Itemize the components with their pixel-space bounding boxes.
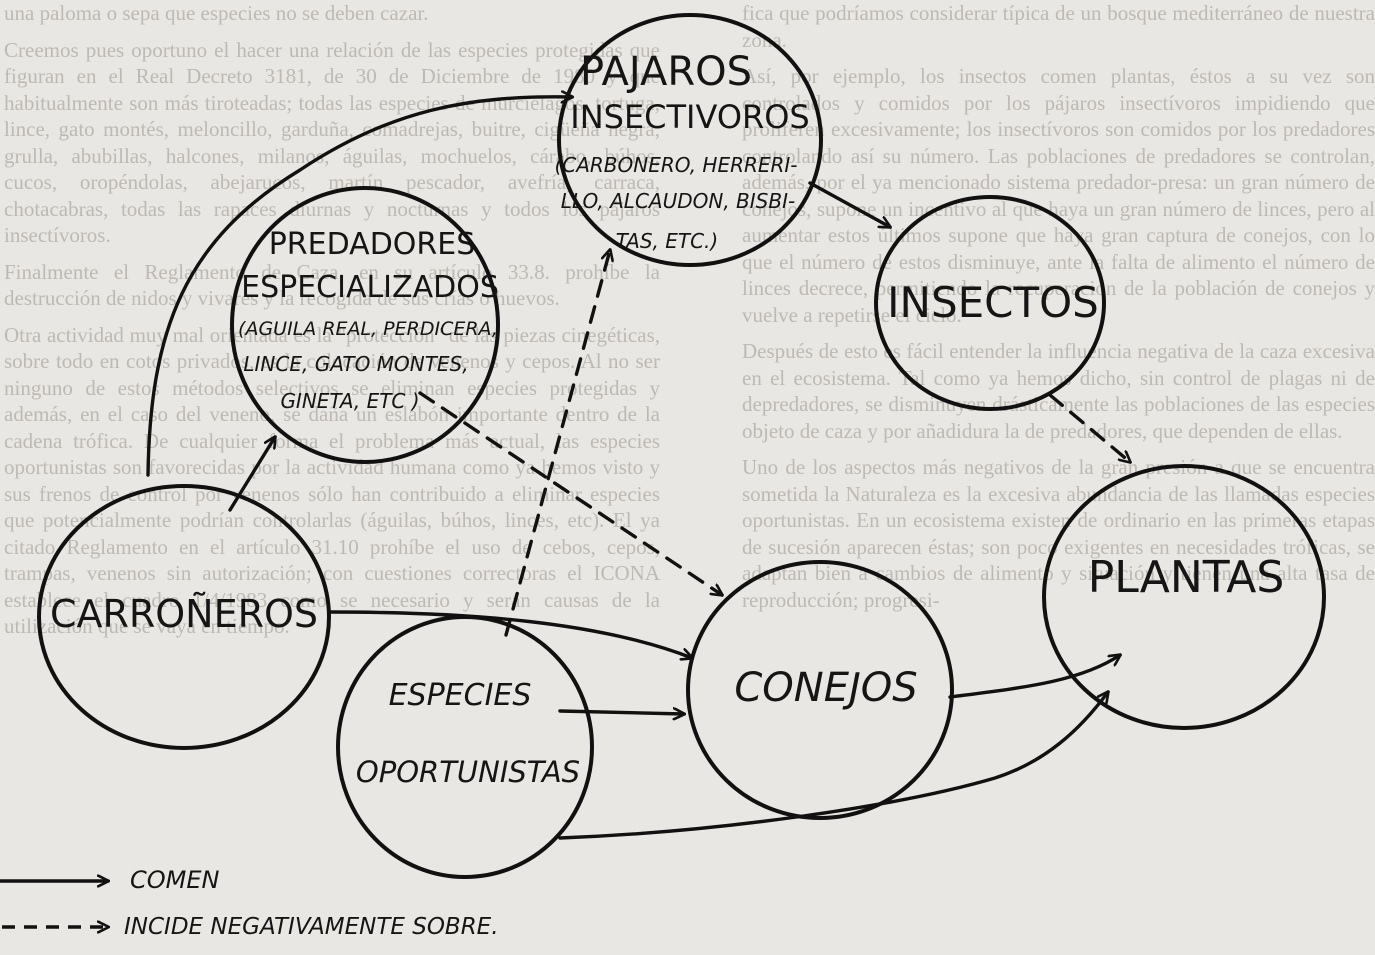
- pajaros-title-1: PAJAROS: [580, 49, 752, 95]
- background-article-left-column: una paloma o sepa que especies no se deb…: [0, 0, 660, 955]
- arrow-carroneros-to-predadores-short: [228, 437, 275, 512]
- pajaros-detail-3: TAS, ETC.): [616, 229, 718, 253]
- background-paragraph: Finalmente el Reglamento de Caza, en su …: [4, 259, 660, 311]
- plantas-label: PLANTAS: [1088, 552, 1285, 603]
- background-paragraph: fica que podríamos considerar típica de …: [742, 1, 1375, 52]
- legend: COMEN INCIDE NEGATIVAMENTE SOBRE.: [0, 866, 499, 940]
- background-paragraph: Creemos pues oportuno el hacer una relac…: [4, 37, 660, 248]
- dashed-arrow-predadores-to-conejos: [418, 391, 722, 595]
- node-especies-oportunistas: [336, 615, 594, 879]
- background-article-right-column: fica que podríamos considerar típica de …: [742, 0, 1375, 955]
- legend-dashed-label: INCIDE NEGATIVAMENTE SOBRE.: [124, 914, 499, 940]
- node-pajaros-insectivoros: [557, 13, 823, 267]
- node-predadores-especializados: [230, 186, 500, 464]
- dashed-arrow-insectos-to-plantas: [1048, 393, 1130, 462]
- arrow-pajaros-to-insectos: [808, 181, 890, 227]
- node-insectos: [874, 195, 1106, 411]
- insectos-label: INSECTOS: [887, 278, 1099, 327]
- arrow-carroneros-to-conejos: [328, 610, 692, 658]
- predadores-detail-1: (AGUILA REAL, PERDICERA,: [238, 318, 498, 340]
- predadores-detail-2: LINCE, GATO MONTES,: [243, 352, 468, 376]
- legend-solid-label: COMEN: [130, 866, 220, 894]
- arrow-especies-to-conejos: [558, 711, 684, 714]
- arrow-carroneros-to-predadores: [146, 97, 572, 477]
- node-conejos: [686, 560, 954, 820]
- predadores-title-2: ESPECIALIZADOS: [241, 270, 499, 305]
- arrow-conejos-to-plantas: [948, 655, 1120, 699]
- node-carroneros: [37, 484, 331, 750]
- arrow-especies-to-plantas: [558, 692, 1108, 840]
- predadores-detail-3: GINETA, ETC ): [280, 389, 419, 413]
- dashed-arrow-especies-to-pajaros: [504, 250, 610, 637]
- pajaros-detail-2: LLO, ALCAUDON, BISBI-: [561, 189, 795, 213]
- especies-label-1: ESPECIES: [389, 678, 532, 713]
- nodes: [37, 13, 1326, 879]
- node-plantas: [1042, 464, 1326, 730]
- conejos-label: CONEJOS: [734, 665, 917, 711]
- background-paragraph: una paloma o sepa que especies no se deb…: [4, 1, 429, 25]
- pajaros-title-2: INSECTIVOROS: [570, 98, 809, 136]
- especies-label-2: OPORTUNISTAS: [356, 755, 580, 789]
- pajaros-detail-1: (CARBONERO, HERRERI-: [554, 153, 797, 177]
- edges: [146, 97, 1130, 840]
- carroneros-label: CARROÑEROS: [50, 592, 318, 636]
- predadores-title-1: PREDADORES: [269, 227, 476, 262]
